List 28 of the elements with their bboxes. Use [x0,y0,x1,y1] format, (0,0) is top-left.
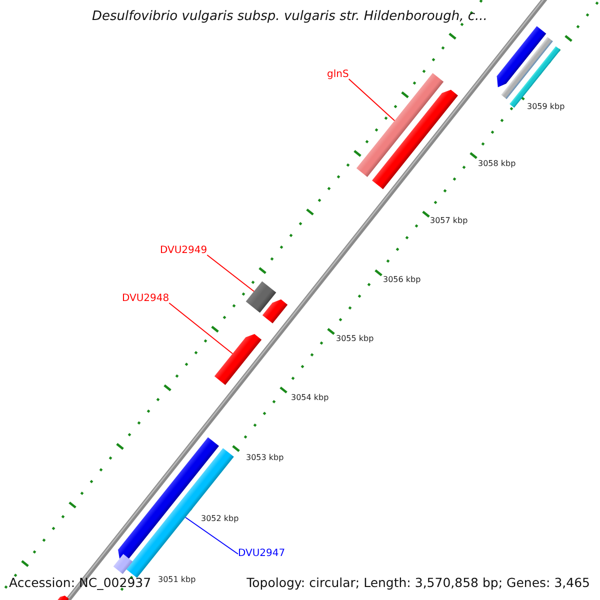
gene-arrow-shape [262,299,288,324]
gene-bar [113,554,133,574]
scale-label: 3055 kbp [336,334,374,344]
scale-label: 3053 kbp [246,453,284,463]
scale-label: 3057 kbp [430,216,468,226]
gene-arrow-shape [55,596,69,600]
scale-label: 3052 kbp [201,514,239,524]
leader-line [184,516,238,554]
gene-arrow-shape [496,26,546,88]
info-text: Accession: NC_002937 [9,575,152,590]
gene-label: glnS [327,69,349,81]
map-title: Desulfovibrio vulgaris subsp. vulgaris str. Hildenborough, c... [92,9,488,24]
scale-label: 3056 kbp [383,275,421,285]
gene-arrow-shape [214,334,262,385]
scale-label: 3051 kbp [158,575,196,585]
gene-bar [356,73,444,177]
info-text: Topology: circular; Length: 3,570,858 bp; Genes: 3,465 [246,575,590,590]
scale-label: 3054 kbp [291,393,329,403]
leader-line [206,254,254,292]
leader-line [168,302,234,354]
gene-label: DVU2948 [122,293,170,305]
scale-label: 3059 kbp [527,102,565,112]
gene-bar [501,36,553,100]
gene-label: DVU2947 [238,548,286,560]
gene-arrow-shape [372,90,458,190]
gene-label: DVU2949 [160,245,208,257]
scale-label: 3058 kbp [478,159,516,169]
gene-bar [246,281,276,313]
